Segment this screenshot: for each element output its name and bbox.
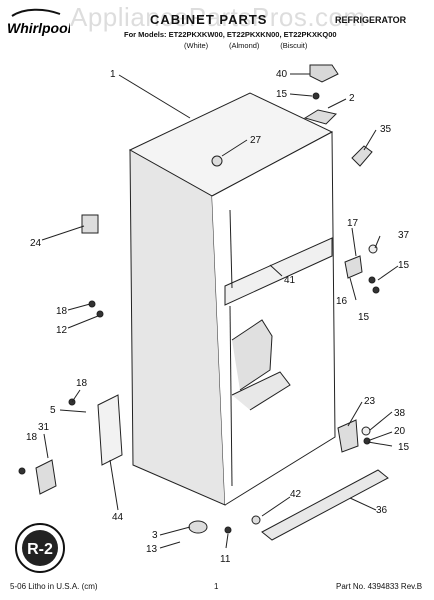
callout-37: 37 bbox=[398, 230, 410, 241]
base-bracket bbox=[97, 394, 123, 466]
callout-12: 12 bbox=[56, 325, 68, 336]
page-title: CABINET PARTS bbox=[150, 12, 268, 27]
whirlpool-logo: Whirlpool bbox=[7, 8, 70, 36]
screw bbox=[372, 286, 380, 294]
callout-15-bottom: 15 bbox=[398, 442, 410, 453]
callout-42: 42 bbox=[290, 489, 302, 500]
callout-31: 31 bbox=[38, 422, 50, 433]
brand-name: Whirlpool bbox=[7, 20, 70, 36]
screw bbox=[363, 437, 371, 445]
bracket bbox=[81, 214, 99, 234]
callout-11: 11 bbox=[220, 554, 231, 565]
screw bbox=[224, 526, 232, 534]
callout-23: 23 bbox=[364, 396, 376, 407]
cabinet-front bbox=[211, 131, 336, 506]
plug-button bbox=[211, 155, 223, 167]
door-stop bbox=[351, 145, 373, 167]
callout-38: 38 bbox=[394, 408, 406, 419]
cap bbox=[361, 426, 371, 436]
callout-17: 17 bbox=[347, 218, 359, 229]
footer-litho: 5-06 Litho in U.S.A. (cm) bbox=[10, 582, 98, 591]
callout-15-top: 15 bbox=[276, 89, 288, 100]
liner-edge bbox=[229, 209, 233, 289]
callout-18-c: 18 bbox=[26, 432, 38, 443]
callout-2: 2 bbox=[349, 93, 355, 104]
toe-grille bbox=[261, 469, 389, 541]
liner-recess bbox=[231, 319, 273, 391]
roller bbox=[188, 520, 208, 534]
callout-20: 20 bbox=[394, 426, 406, 437]
screw bbox=[96, 310, 104, 318]
callout-24: 24 bbox=[30, 238, 42, 249]
callout-18-b: 18 bbox=[76, 378, 88, 389]
callout-35: 35 bbox=[380, 124, 392, 135]
watermark: AppliancePartsPros.com bbox=[70, 2, 366, 32]
cabinet-side bbox=[129, 149, 226, 506]
bottom-hinge bbox=[337, 419, 359, 453]
callout-40: 40 bbox=[276, 69, 288, 80]
cover bbox=[35, 459, 57, 495]
callout-13: 13 bbox=[146, 544, 158, 555]
callout-44: 44 bbox=[112, 512, 124, 523]
leveler bbox=[251, 515, 261, 525]
top-hinge bbox=[303, 109, 337, 125]
screw bbox=[312, 92, 320, 100]
screw bbox=[18, 467, 26, 475]
color-list: (White) (Almond) (Biscuit) bbox=[184, 41, 308, 50]
callout-41: 41 bbox=[284, 275, 296, 286]
callout-15-lower: 15 bbox=[358, 312, 370, 323]
hinge-cover bbox=[309, 64, 339, 83]
callout-18-a: 18 bbox=[56, 306, 68, 317]
liner-recess-lower bbox=[231, 371, 291, 411]
callout-15-mid: 15 bbox=[398, 260, 410, 271]
footer-page-number: 1 bbox=[214, 582, 219, 591]
liner-edge-lower bbox=[229, 305, 233, 487]
callout-27: 27 bbox=[250, 135, 262, 146]
callout-16: 16 bbox=[336, 296, 348, 307]
callout-36: 36 bbox=[376, 505, 388, 516]
callout-5: 5 bbox=[50, 405, 56, 416]
r2-badge: R-2 bbox=[15, 523, 65, 573]
divider-mullion bbox=[224, 237, 333, 306]
center-hinge bbox=[344, 255, 363, 279]
callout-1: 1 bbox=[110, 69, 116, 80]
model-list: For Models: ET22PKXKW00, ET22PKXKN00, ET… bbox=[124, 30, 337, 39]
callout-3: 3 bbox=[152, 530, 158, 541]
product-type: REFRIGERATOR bbox=[335, 15, 407, 25]
footer-part-number: Part No. 4394833 Rev.B bbox=[336, 582, 423, 591]
r2-badge-label: R-2 bbox=[27, 541, 53, 558]
screw bbox=[368, 276, 376, 284]
